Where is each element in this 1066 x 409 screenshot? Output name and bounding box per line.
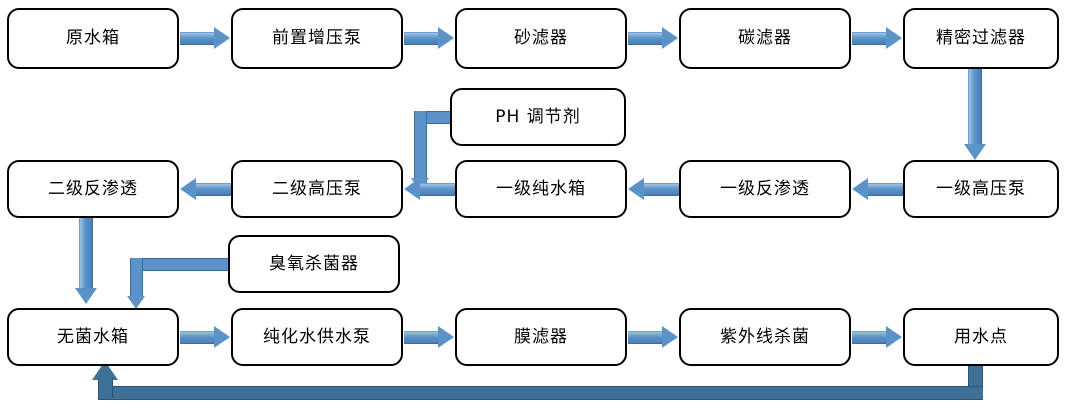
node-label: 一级高压泵 bbox=[936, 178, 1026, 199]
node-sand-filter[interactable]: 砂滤器 bbox=[455, 8, 627, 69]
node-hp-pump-stage1[interactable]: 一级高压泵 bbox=[903, 160, 1059, 218]
node-precision-filter[interactable]: 精密过滤器 bbox=[903, 8, 1059, 69]
node-ro-stage1[interactable]: 一级反渗透 bbox=[679, 160, 851, 218]
node-ph-adjuster[interactable]: PH 调节剂 bbox=[450, 88, 626, 146]
node-label: 原水箱 bbox=[66, 28, 120, 48]
node-label: 膜滤器 bbox=[514, 326, 568, 347]
node-label: 紫外线杀菌 bbox=[720, 326, 810, 347]
node-label: 用水点 bbox=[954, 326, 1008, 347]
node-hp-pump-stage2[interactable]: 二级高压泵 bbox=[231, 160, 403, 218]
node-label: 二级高压泵 bbox=[272, 178, 362, 199]
node-uv-sterilizer[interactable]: 紫外线杀菌 bbox=[679, 308, 851, 366]
node-label: 精密过滤器 bbox=[936, 28, 1026, 48]
node-ozone-sterilizer[interactable]: 臭氧杀菌器 bbox=[228, 235, 400, 293]
node-label: 一级纯水箱 bbox=[496, 178, 586, 199]
node-label: 碳滤器 bbox=[738, 28, 792, 48]
node-label: 臭氧杀菌器 bbox=[269, 253, 359, 274]
node-purified-supply-pump[interactable]: 纯化水供水泵 bbox=[231, 308, 403, 366]
node-label: 前置增压泵 bbox=[272, 28, 362, 48]
node-label: 无菌水箱 bbox=[57, 326, 129, 347]
node-ro-stage2[interactable]: 二级反渗透 bbox=[7, 160, 179, 218]
node-pre-booster-pump[interactable]: 前置增压泵 bbox=[231, 8, 403, 69]
node-membrane-filter[interactable]: 膜滤器 bbox=[455, 308, 627, 366]
node-raw-water-tank[interactable]: 原水箱 bbox=[7, 8, 179, 69]
node-label: PH 调节剂 bbox=[495, 106, 581, 127]
node-label: 一级反渗透 bbox=[720, 178, 810, 199]
node-label: 砂滤器 bbox=[514, 28, 568, 48]
node-label: 纯化水供水泵 bbox=[263, 326, 371, 347]
node-carbon-filter[interactable]: 碳滤器 bbox=[679, 8, 851, 69]
node-label: 二级反渗透 bbox=[48, 178, 138, 199]
node-pure-water-tank-1[interactable]: 一级纯水箱 bbox=[455, 160, 627, 218]
node-point-of-use[interactable]: 用水点 bbox=[903, 308, 1059, 366]
node-sterile-water-tank[interactable]: 无菌水箱 bbox=[7, 308, 179, 366]
